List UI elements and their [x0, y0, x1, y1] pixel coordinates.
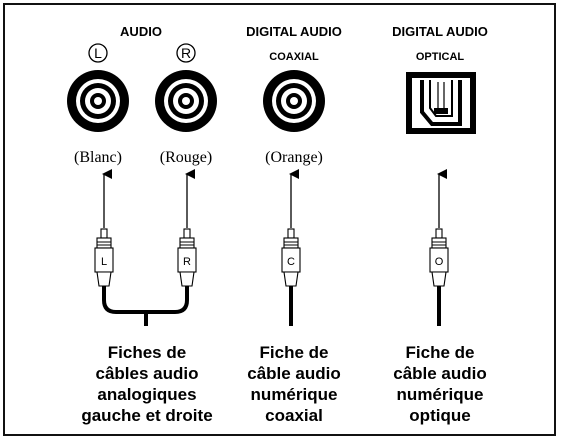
svg-text:numérique: numérique	[251, 385, 338, 404]
right-plug-label: R	[183, 256, 191, 268]
svg-text:L: L	[94, 45, 102, 61]
coaxial-plug: C	[281, 228, 301, 287]
left-rca-plug: L	[94, 228, 114, 287]
optical-subheader: OPTICAL	[416, 51, 465, 63]
coaxial-caption: Fiche de câble audio numérique coaxial	[247, 343, 341, 425]
optical-caption: Fiche de câble audio numérique optique	[393, 343, 487, 425]
svg-text:optique: optique	[409, 406, 470, 425]
coaxial-color-label: (Orange)	[265, 149, 323, 166]
svg-text:câble audio: câble audio	[247, 364, 341, 383]
left-channel-mark: L	[88, 43, 108, 63]
svg-text:coaxial: coaxial	[265, 406, 323, 425]
left-rca-jack	[67, 70, 129, 132]
svg-text:Fiche de: Fiche de	[260, 343, 329, 362]
svg-text:Fiches de: Fiches de	[108, 343, 186, 362]
coaxial-plug-label: C	[287, 256, 295, 268]
svg-text:câbles audio: câbles audio	[96, 364, 199, 383]
optical-header: DIGITAL AUDIO	[392, 24, 488, 39]
analog-y-cable	[102, 286, 189, 314]
coaxial-header: DIGITAL AUDIO	[246, 24, 342, 39]
svg-text:analogiques: analogiques	[97, 385, 196, 404]
right-rca-plug: R	[177, 228, 197, 287]
optical-jack	[406, 72, 476, 134]
left-color-label: (Blanc)	[74, 149, 122, 166]
optical-plug-label: O	[435, 256, 444, 268]
svg-text:numérique: numérique	[397, 385, 484, 404]
analog-audio-header: AUDIO	[120, 24, 162, 39]
svg-text:Fiche de: Fiche de	[406, 343, 475, 362]
svg-text:R: R	[181, 45, 191, 61]
coaxial-jack	[263, 70, 325, 132]
analog-caption: Fiches de câbles audio analogiques gauch…	[81, 343, 212, 425]
optical-plug: O	[429, 228, 449, 287]
coaxial-subheader: COAXIAL	[269, 51, 319, 63]
right-channel-mark: R	[176, 43, 196, 63]
right-rca-jack	[155, 70, 217, 132]
svg-text:câble audio: câble audio	[393, 364, 487, 383]
svg-text:gauche et droite: gauche et droite	[81, 406, 212, 425]
left-plug-label: L	[101, 256, 107, 268]
right-color-label: (Rouge)	[160, 149, 212, 166]
